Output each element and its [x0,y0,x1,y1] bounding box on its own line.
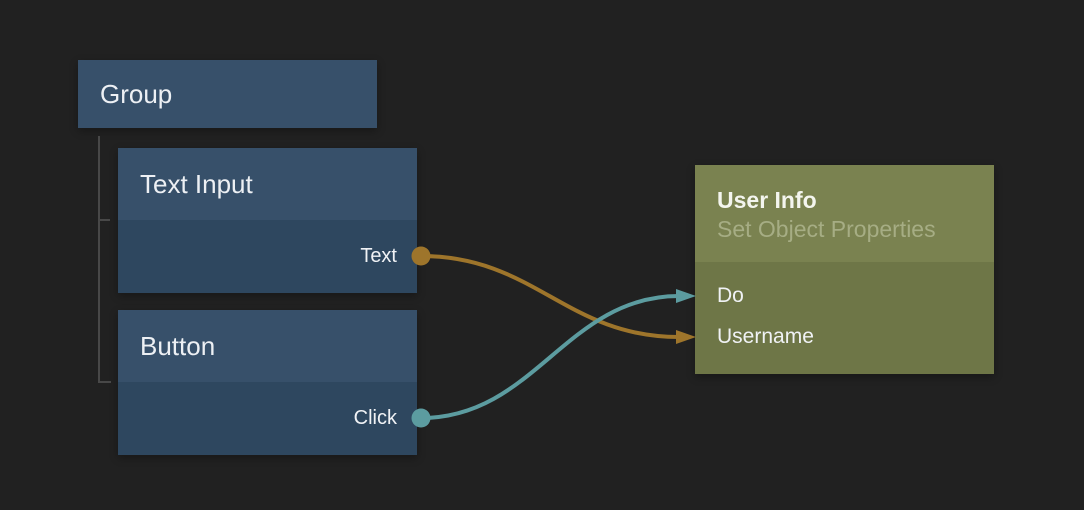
node-button-body: Click [118,382,417,455]
connection-click-to-do[interactable] [419,294,681,420]
node-button[interactable]: Button Click [118,310,417,455]
input-port-do[interactable]: Do [695,275,994,316]
port-label: Text [360,245,397,267]
node-user-info-header: User Info Set Object Properties [695,165,994,262]
group-tree-line [98,136,111,383]
node-user-info-body: Do Username [695,262,994,374]
node-text-input-header: Text Input [118,148,417,220]
node-group-header: Group [78,60,377,128]
node-title: Button [140,330,216,361]
node-button-header: Button [118,310,417,382]
node-text-input-body: Text [118,220,417,293]
node-title: Text Input [140,168,253,199]
node-group[interactable]: Group [78,60,377,128]
node-title: User Info [717,187,817,213]
node-user-info[interactable]: User Info Set Object Properties Do Usern… [695,165,994,374]
output-port-text[interactable]: Text [118,220,417,293]
arrowhead-do [676,289,696,303]
connection-text-to-username[interactable] [419,254,681,339]
input-port-username[interactable]: Username [695,316,994,357]
node-text-input[interactable]: Text Input Text [118,148,417,293]
port-label: Click [353,407,397,429]
port-label: Do [717,283,744,307]
port-label: Username [717,324,814,348]
node-subtitle: Set Object Properties [717,216,936,242]
output-port-click[interactable]: Click [118,382,417,455]
node-title: Group [100,78,173,109]
arrowhead-username [676,330,696,344]
